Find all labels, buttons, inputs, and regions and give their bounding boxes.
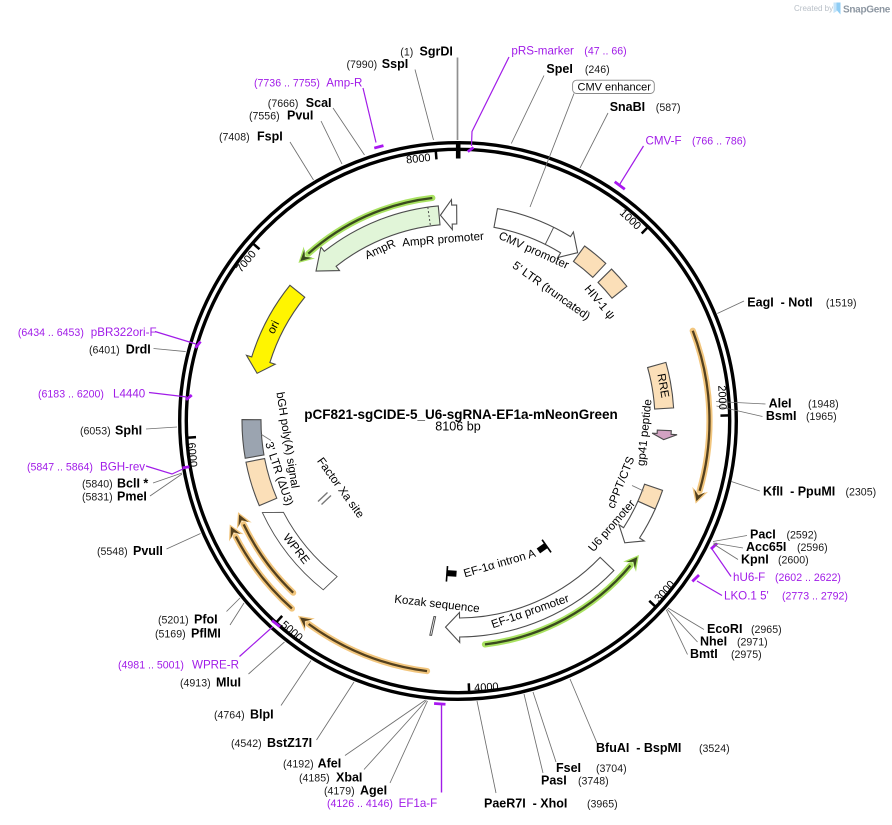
svg-text:AgeI: AgeI bbox=[360, 783, 387, 797]
svg-text:(2305): (2305) bbox=[846, 486, 877, 498]
svg-text:(587): (587) bbox=[656, 102, 681, 114]
svg-text:(2971): (2971) bbox=[737, 636, 768, 648]
svg-text:(4192): (4192) bbox=[283, 759, 314, 771]
svg-text:PfoI: PfoI bbox=[194, 613, 218, 627]
svg-text:(7408): (7408) bbox=[219, 132, 250, 144]
svg-text:PvuI: PvuI bbox=[287, 109, 313, 123]
svg-text:MluI: MluI bbox=[216, 676, 241, 690]
svg-text:AfeI: AfeI bbox=[318, 757, 342, 771]
svg-text:(3704): (3704) bbox=[596, 763, 627, 775]
svg-text:pBR322ori-F: pBR322ori-F bbox=[91, 326, 157, 339]
svg-text:BlpI: BlpI bbox=[250, 708, 274, 722]
svg-text:(6401): (6401) bbox=[89, 345, 120, 357]
svg-text:(5548): (5548) bbox=[97, 546, 128, 558]
svg-text:KflI - PpuMI: KflI - PpuMI bbox=[763, 484, 835, 498]
svg-text:SpeI: SpeI bbox=[546, 62, 572, 76]
svg-text:PflMI: PflMI bbox=[191, 627, 221, 641]
svg-text:L4440: L4440 bbox=[113, 388, 145, 401]
svg-text:(2773 .. 2792): (2773 .. 2792) bbox=[782, 590, 848, 602]
svg-text:2000: 2000 bbox=[715, 385, 728, 410]
svg-text:(6053): (6053) bbox=[80, 426, 111, 438]
svg-text:(2965): (2965) bbox=[751, 624, 782, 636]
svg-text:DrdI: DrdI bbox=[126, 343, 151, 357]
svg-text:4000: 4000 bbox=[474, 681, 499, 694]
svg-text:(5169): (5169) bbox=[155, 629, 186, 641]
svg-text:(4764): (4764) bbox=[214, 710, 245, 722]
svg-text:CMV-F: CMV-F bbox=[646, 135, 682, 148]
svg-text:(246): (246) bbox=[585, 64, 610, 76]
svg-text:8000: 8000 bbox=[406, 152, 432, 166]
svg-text:(4126 .. 4146): (4126 .. 4146) bbox=[327, 798, 393, 810]
svg-text:BsmI: BsmI bbox=[766, 409, 797, 423]
svg-text:6000: 6000 bbox=[185, 442, 199, 467]
svg-text:(3965): (3965) bbox=[587, 799, 618, 811]
svg-text:(1965): (1965) bbox=[806, 411, 837, 423]
svg-text:(5831): (5831) bbox=[82, 492, 113, 504]
svg-text:PmeI: PmeI bbox=[117, 490, 147, 504]
svg-text:BmtI: BmtI bbox=[690, 647, 718, 661]
svg-text:(6183 .. 6200): (6183 .. 6200) bbox=[38, 389, 104, 401]
svg-text:(4185): (4185) bbox=[299, 772, 330, 784]
svg-text:BclI *: BclI * bbox=[117, 477, 148, 491]
svg-text:(6434 .. 6453): (6434 .. 6453) bbox=[18, 327, 84, 339]
svg-text:8106 bp: 8106 bp bbox=[435, 420, 481, 434]
svg-text:XbaI: XbaI bbox=[336, 770, 362, 784]
svg-text:KpnI: KpnI bbox=[741, 552, 769, 566]
svg-text:(2602 .. 2622): (2602 .. 2622) bbox=[775, 572, 841, 584]
svg-text:LKO.1 5': LKO.1 5' bbox=[724, 589, 769, 602]
svg-text:EF1a-F: EF1a-F bbox=[399, 797, 438, 810]
svg-text:(5847 .. 5864): (5847 .. 5864) bbox=[27, 462, 93, 474]
svg-text:EagI - NotI: EagI - NotI bbox=[747, 295, 812, 309]
svg-text:(2600): (2600) bbox=[778, 554, 809, 566]
svg-text:SgrDI: SgrDI bbox=[420, 44, 453, 58]
svg-text:(2592): (2592) bbox=[787, 530, 818, 542]
svg-text:(1519): (1519) bbox=[826, 297, 857, 309]
svg-text:(3524): (3524) bbox=[699, 743, 730, 755]
svg-text:WPRE-R: WPRE-R bbox=[192, 659, 239, 672]
svg-text:(4542): (4542) bbox=[231, 738, 262, 750]
svg-text:(5840): (5840) bbox=[82, 479, 113, 491]
svg-text:PvuII: PvuII bbox=[133, 544, 163, 558]
svg-text:PasI: PasI bbox=[541, 774, 567, 788]
svg-text:PaeR7I - XhoI: PaeR7I - XhoI bbox=[484, 797, 567, 811]
svg-text:(7736 .. 7755): (7736 .. 7755) bbox=[254, 78, 320, 90]
svg-text:(47 .. 66): (47 .. 66) bbox=[584, 45, 626, 57]
svg-text:(4179): (4179) bbox=[324, 785, 355, 797]
svg-text:BfuAI - BspMI: BfuAI - BspMI bbox=[596, 741, 681, 755]
svg-text:Created by: Created by bbox=[794, 4, 833, 13]
svg-text:BstZ17I: BstZ17I bbox=[267, 736, 312, 750]
svg-text:CMV enhancer: CMV enhancer bbox=[578, 82, 652, 94]
svg-text:(2975): (2975) bbox=[731, 649, 762, 661]
svg-text:SnapGene: SnapGene bbox=[843, 5, 891, 16]
svg-text:(1948): (1948) bbox=[808, 399, 839, 411]
svg-text:(4981 .. 5001): (4981 .. 5001) bbox=[118, 660, 184, 672]
svg-text:SnaBI: SnaBI bbox=[610, 100, 645, 114]
svg-text:(5201): (5201) bbox=[158, 615, 189, 627]
svg-text:(2596): (2596) bbox=[797, 542, 828, 554]
svg-text:FspI: FspI bbox=[257, 130, 283, 144]
svg-text:(7556): (7556) bbox=[249, 111, 280, 123]
svg-text:SphI: SphI bbox=[115, 424, 142, 438]
svg-text:(4913): (4913) bbox=[180, 678, 211, 690]
svg-text:(7990): (7990) bbox=[347, 59, 378, 71]
svg-text:(766 .. 786): (766 .. 786) bbox=[692, 136, 746, 148]
svg-text:Amp-R: Amp-R bbox=[326, 77, 362, 90]
svg-text:pRS-marker: pRS-marker bbox=[511, 44, 574, 57]
svg-text:(3748): (3748) bbox=[578, 776, 609, 788]
svg-text:SspI: SspI bbox=[382, 57, 408, 71]
svg-text:hU6-F: hU6-F bbox=[733, 571, 765, 584]
svg-text:BGH-rev: BGH-rev bbox=[100, 461, 145, 474]
